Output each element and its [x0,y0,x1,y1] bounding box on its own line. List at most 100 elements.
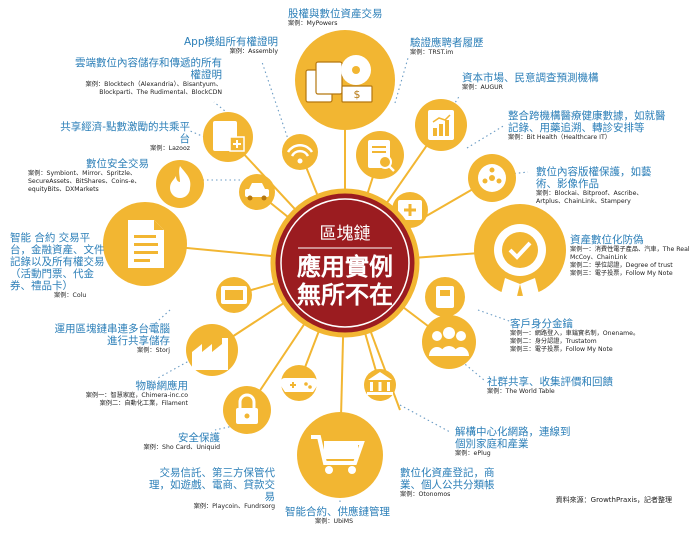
node-copyright [468,154,516,202]
label-copyright: 數位內容版權保護，如藝術、影像作品 案例：Blockai、Bitproof、As… [536,166,666,206]
label-case: 案例：UbiMS [315,518,354,525]
label-market: 資本市場、民意調查預測機構 案例：AUGUR [462,72,612,92]
label-resume: 驗證應聘者履歷 案例：TRST.im [410,37,520,57]
label-title: 股權與數位資產交易 [288,8,383,20]
source-note: 資料來源：GrowthPraxis，記者整理 [555,496,672,504]
award-ribbon-icon [499,278,541,304]
label-case: 案例：Blockai、Bitproof、Ascribe、Artplus、Chai… [536,190,643,205]
label-title: 共享經濟-點數激勵的共乘平台 [60,121,190,145]
label-case: 案例一：網路登入，車鑰實名制，Onename。 [510,330,640,337]
label-title: App模組所有權證明 [183,36,278,48]
label-case: 案例三：電子投票，Follow My Note [510,346,613,353]
label-title: 數位內容版權保護，如藝術、影像作品 [536,166,652,190]
node-security [156,160,204,208]
label-anticounterfeit: 資產數位化防偽 案例一：消費性電子產品、汽車，The Real McCoy、Ch… [570,234,695,278]
label-case: 案例：Bit Health（Healthcare IT） [508,134,611,141]
plug-icon [436,286,454,308]
label-case: 案例：Symbiont、Mirror、Spritzle、SecureAssets… [28,170,141,193]
node-sharing [239,174,275,210]
label-case: 案例二：學位認證，Degree of trust [570,262,673,269]
label-title: 資本市場、民意調查預測機構 [462,72,599,84]
label-smart-trade: 智能 合約 交易平台，金融資產、文件記錄以及所有權交易（活動門票、代金券、禮品卡… [10,232,105,300]
node-document [103,202,187,286]
node-anticounterfeit [474,204,566,304]
label-case: 案例：Storj [137,347,170,354]
label-case: 案例：Blocktech（Alexandria）、Bisantyum、Block… [85,81,222,96]
label-medical: 整合跨機構醫療健康數據，如就醫記錄、用藥追溯、轉診安排等 案例：Bit Heal… [508,110,668,142]
node-chart [415,99,467,151]
label-safety: 安全保護 案例：Sho Card、Uniquid [120,432,221,452]
label-title: 智能 合約 交易平台，金融資產、文件記錄以及所有權交易（活動門票、代金券、禮品卡… [10,232,105,292]
label-case: 案例：Assembly [229,48,278,55]
label-case: 案例：Lazooz [150,145,190,152]
label-cloud: 運用區塊鏈串連多台電腦進行共享儲存 案例：Storj [50,323,171,355]
node-game [279,365,318,401]
label-equity: 股權與數位資產交易 案例：MyPowers [288,8,398,28]
label-supply: 智能合約、供應鏈管理 案例：UbiMS [285,506,415,526]
node-community [422,315,476,369]
label-storage: 雲端數位內容儲存和傳遞的所有權證明 案例：Blocktech（Alexandri… [72,57,222,97]
center-title: 區塊鏈 [319,224,371,244]
fire-icon [170,166,191,198]
label-iot: 物聯網應用 案例一：智慧家庭，Chimera-inc.co 案例二：自動化工業，… [58,380,188,408]
label-title: 社群共享、收集評價和回饋 [487,376,613,388]
label-case: 案例：ePlug [455,450,491,457]
label-sharing: 共享經濟-點數激勵的共乘平台 案例：Lazooz [60,121,190,153]
label-credit: 交易信託、第三方保管代理，如遊戲、電商、貸款交易 案例：Playcoin、Fun… [140,467,275,511]
label-title: 物聯網應用 [135,380,189,392]
node-iot [186,324,238,376]
label-title: 安全保護 [178,432,220,444]
label-title: 智能合約、供應鏈管理 [285,506,390,518]
node-resume [356,131,404,179]
node-equity: $ [295,30,395,130]
label-case: 案例三：電子投票，Follow My Note [570,270,673,277]
label-case: 案例：Colu [54,292,87,299]
label-case: 案例：TRST.im [410,49,454,56]
node-cloud [216,277,252,313]
label-case: 案例：Sho Card、Uniquid [143,444,221,451]
label-title: 解構中心化網路，連線到個別家庭和產業 [455,426,571,450]
label-registry: 數位化資產登記，商業、個人公共分類帳 案例：Otonomos [400,467,510,499]
wifi-icon [297,158,303,164]
node-app [282,134,318,170]
label-case: 案例：Otonomos [400,491,451,498]
label-title: 交易信託、第三方保管代理，如遊戲、電商、貸款交易 [149,467,275,503]
label-title: 驗證應聘者履歷 [410,37,484,49]
label-case: 案例二：自動化工業，Filament [99,400,188,407]
node-registry [364,369,396,401]
label-case: 案例：AUGUR [462,84,503,91]
label-case: 案例：Playcoin、Fundrsorg [193,503,275,510]
node-plug [425,277,465,317]
shopping-cart-icon [311,435,365,465]
factory-icon [192,338,228,370]
center-sub-text: 無所不在 [297,281,393,309]
bank-icon [368,372,392,380]
label-case: 案例一：消費性電子產品、汽車，The Real McCoy、ChainLink [570,246,690,261]
gamepad-icon [279,378,318,392]
label-title: 運用區塊鏈串連多台電腦進行共享儲存 [54,323,171,347]
center-node [270,188,420,338]
node-safety [223,386,271,434]
label-case: 案例：MyPowers [288,20,338,27]
node-supply [297,412,383,498]
people-icon [432,331,442,341]
label-decentral: 解構中心化網路，連線到個別家庭和產業 案例：ePlug [455,426,575,458]
label-title: 數位安全交易 [86,158,149,170]
label-title: 雲端數位內容儲存和傳遞的所有權證明 [75,57,222,81]
label-title: 客戶身分金鑰 [510,318,573,330]
label-case: 案例：The World Table [487,388,555,395]
label-title: 整合跨機構醫療健康數據，如就醫記錄、用藥追溯、轉診安排等 [508,110,666,134]
label-title: 資產數位化防偽 [570,234,644,246]
label-app: App模組所有權證明 案例：Assembly [182,36,278,56]
label-case: 案例二：身分認證，Trustatom [510,338,597,345]
label-title: 數位化資產登記，商業、個人公共分類帳 [400,467,495,491]
label-security: 數位安全交易 案例：Symbiont、Mirror、Spritzle、Secur… [28,158,153,194]
label-case: 案例一：智慧家庭，Chimera-inc.co [85,392,188,399]
center-main-text: 應用實例 [297,253,393,281]
label-community: 社群共享、收集評價和回饋 案例：The World Table [487,376,627,396]
car-icon [245,189,269,197]
svg-text:$: $ [354,88,361,101]
label-identity: 客戶身分金鑰 案例一：網路登入，車鑰實名制，Onename。 案例二：身分認證，… [510,318,660,354]
node-storage [203,112,253,162]
